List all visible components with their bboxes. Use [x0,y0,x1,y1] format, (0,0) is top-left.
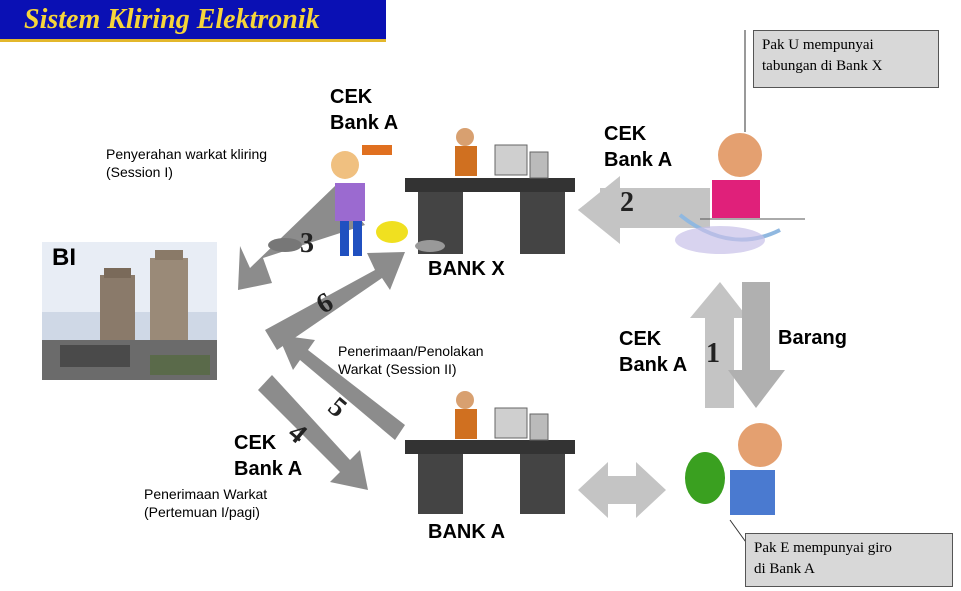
arrow-bank-a-pak-e [578,462,666,518]
cheque-label-left: CEK Bank A [234,432,303,480]
cheque-label-middle: CEK Bank A [619,328,688,376]
callout-pak-u: Pak U mempunyai tabungan di Bank X [753,30,939,88]
bank-x-desk [405,128,575,254]
barang-label: Barang [778,327,847,349]
cheque-label-right: CEK Bank A [604,123,673,171]
courier-figure [268,145,445,256]
bi-label: BI [52,244,76,271]
page-title: Sistem Kliring Elektronik [24,4,320,35]
arrow-5 [278,335,405,440]
arrow-4 [258,375,368,490]
cheque-label-top: CEK Bank A [330,86,399,134]
bank-x-label: BANK X [428,258,505,280]
arrow-1-down [728,282,785,408]
bank-a-desk [405,391,575,514]
step-3: 3 [300,228,314,259]
bank-a-label: BANK A [428,521,506,543]
title-bar [0,0,386,42]
step-2: 2 [620,187,634,218]
step-1: 1 [706,338,720,369]
pak-u-figure [675,30,805,254]
arrow-6 [265,252,405,350]
caption-penerimaan-penolakan: Penerimaan/Penolakan Warkat (Session II) [338,343,484,377]
arrow-3 [238,186,365,290]
callout-pak-e: Pak E mempunyai giro di Bank A [745,533,953,587]
caption-penerimaan: Penerimaan Warkat (Pertemuan I/pagi) [144,486,268,520]
caption-penyerahan: Penyerahan warkat kliring (Session I) [106,146,268,180]
bi-building-image [42,242,217,380]
pak-e-figure [685,423,782,546]
